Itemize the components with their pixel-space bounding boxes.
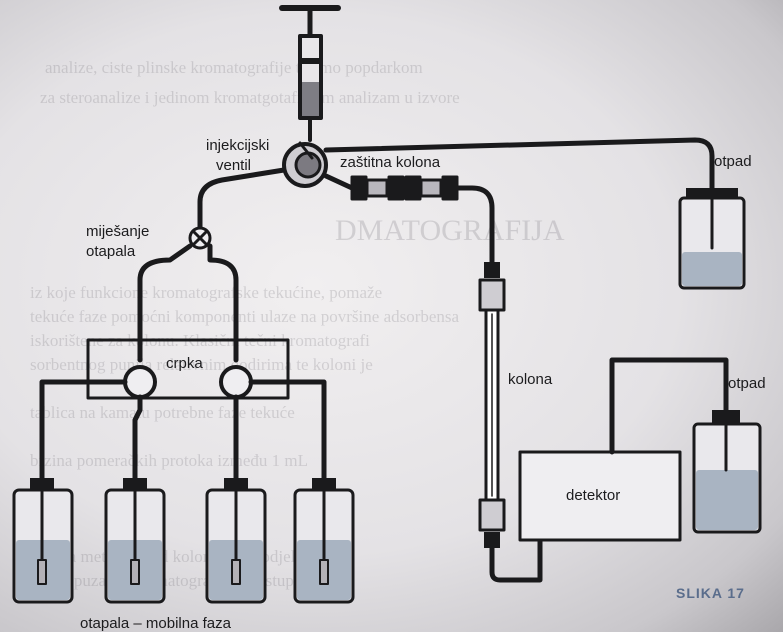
waste-right-label: otpad bbox=[728, 375, 766, 392]
solvent-line-1 bbox=[39, 379, 128, 481]
detector-box bbox=[518, 450, 682, 542]
waste-line-top bbox=[323, 137, 715, 191]
bg-line: tablica na kamatu potrebne faze tekuće bbox=[30, 403, 295, 422]
figure-caption: SLIKA 17 bbox=[676, 585, 745, 601]
solvent-bottle bbox=[12, 478, 74, 604]
detector-label: detektor bbox=[566, 487, 620, 504]
mixing-label-1: miješanje bbox=[86, 223, 149, 240]
bg-line: za steroanalize i jedinom kromatgotafisk… bbox=[40, 88, 460, 107]
column-label: kolona bbox=[508, 371, 553, 388]
bg-line: analize, ciste plinske kromatografije te… bbox=[45, 58, 423, 77]
pump1-to-mixer-line bbox=[137, 243, 193, 363]
solvent-bottle bbox=[205, 478, 267, 604]
mixing-junction bbox=[188, 226, 212, 250]
pump2-to-mixer-line bbox=[207, 243, 239, 363]
injection-valve-label-1: injekcijski bbox=[206, 137, 269, 154]
waste-top-label: otpad bbox=[714, 153, 752, 170]
guard-column bbox=[350, 175, 459, 201]
syringe-icon bbox=[279, 5, 341, 142]
bg-heading: DMATOGRAFIJA bbox=[335, 214, 565, 247]
mixing-label-2: otapala bbox=[86, 243, 136, 260]
solvent-line-2 bbox=[132, 394, 143, 481]
pump-head-right bbox=[219, 365, 253, 399]
column-outlet-line bbox=[489, 537, 543, 583]
waste-line-right bbox=[609, 357, 729, 455]
guard-column-label: zaštitna kolona bbox=[340, 154, 441, 171]
waste-bottle-top bbox=[678, 188, 746, 290]
solvent-line-4 bbox=[248, 379, 327, 481]
solvents-label: otapala – mobilna faza bbox=[80, 615, 232, 632]
mixer-to-valve-line bbox=[197, 167, 287, 231]
solvent-bottle bbox=[293, 478, 355, 604]
bg-line: brzina pomeračkih protoka između 1 mL bbox=[30, 451, 309, 470]
pump-head-left bbox=[123, 365, 157, 399]
solvent-bottle bbox=[104, 478, 166, 604]
injection-valve bbox=[282, 141, 328, 188]
bg-line: tekuće faze pomoćni komponenti ulaze na … bbox=[30, 307, 460, 326]
pump-label: crpka bbox=[166, 355, 203, 372]
analytical-column bbox=[478, 262, 506, 548]
guard-line bbox=[323, 173, 495, 265]
bg-line: iz koje funkcione kromatografske tekućin… bbox=[30, 283, 383, 302]
injection-valve-label-2: ventil bbox=[216, 157, 251, 174]
pump-frame bbox=[86, 338, 290, 400]
waste-bottle-right bbox=[692, 410, 762, 534]
